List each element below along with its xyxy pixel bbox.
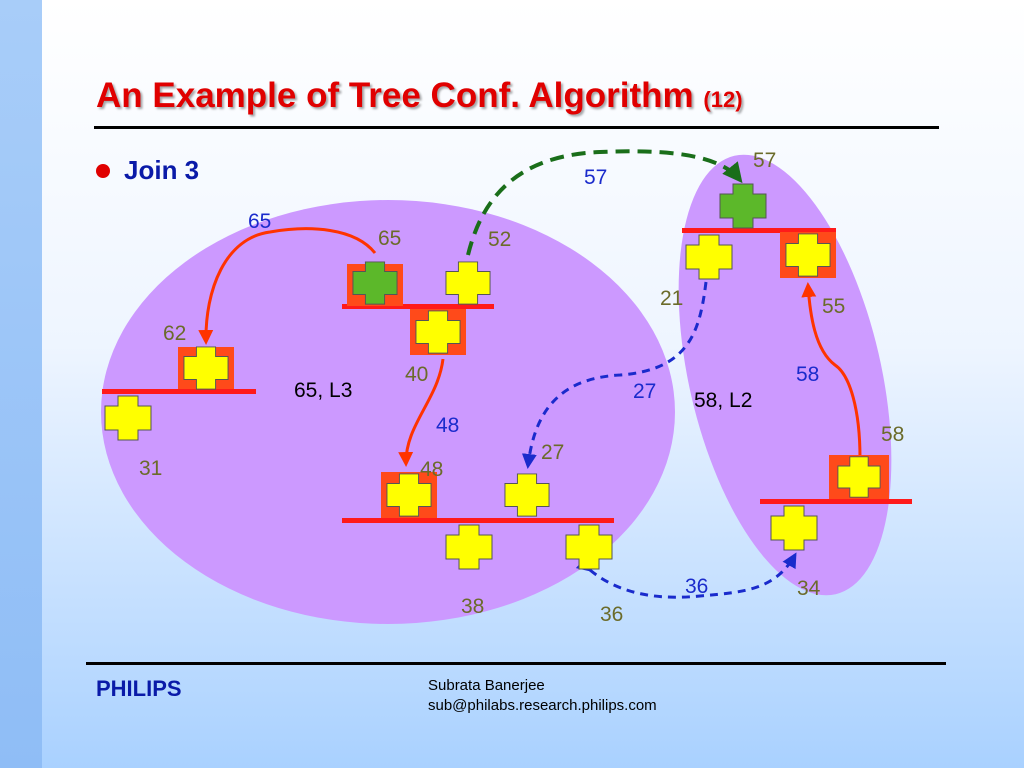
tree-bar <box>342 304 494 309</box>
node-label-27: 27 <box>541 441 564 464</box>
arrow-36-dashed <box>575 552 797 599</box>
arrow-65-to-62 <box>198 227 377 345</box>
node-label-65: 65 <box>378 227 401 250</box>
author-email: sub@philabs.research.philips.com <box>428 697 657 714</box>
node-label-58: 58 <box>881 423 904 446</box>
tree-bar <box>682 228 836 233</box>
author-name: Subrata Banerjee <box>428 677 545 694</box>
node-label-62: 62 <box>163 322 186 345</box>
arrow-58-to-55 <box>801 282 862 459</box>
node-label-21: 21 <box>660 287 683 310</box>
arrow-label-58: 58 <box>796 363 819 386</box>
slide-title: An Example of Tree Conf. Algorithm (12) <box>96 76 743 116</box>
arrow-label-36: 36 <box>685 575 708 598</box>
bullet-dot-icon <box>96 163 110 178</box>
node-label-31: 31 <box>139 457 162 480</box>
tree-bar <box>102 389 256 394</box>
bullet-text: Join 3 <box>124 155 200 185</box>
title-suffix: (12) <box>703 87 743 112</box>
node-label-57: 57 <box>753 149 776 172</box>
arrow-57-dashed <box>466 149 743 256</box>
cluster-label-l3: 65, L3 <box>294 379 352 402</box>
node-label-38: 38 <box>461 595 484 618</box>
tree-bar <box>342 518 614 523</box>
footer-author-block: Subrata Banerjee sub@philabs.research.ph… <box>428 676 657 716</box>
left-accent-bar <box>0 0 42 768</box>
title-main: An Example of Tree Conf. Algorithm <box>96 76 694 115</box>
node-label-34: 34 <box>797 577 821 600</box>
node-label-48: 48 <box>420 458 443 481</box>
node-label-52: 52 <box>488 228 511 251</box>
node-label-55: 55 <box>822 295 845 318</box>
tree-bar <box>760 499 912 504</box>
footer-rule <box>86 662 946 665</box>
node-label-36: 36 <box>600 603 623 626</box>
arrow-label-27: 27 <box>633 380 656 403</box>
footer-brand: PHILIPS <box>96 676 182 701</box>
bullet-item: Join 3 <box>96 155 199 186</box>
node-label-40: 40 <box>405 363 428 386</box>
arrow-label-65: 65 <box>248 210 271 233</box>
arrow-48-to-40 <box>398 358 445 467</box>
cluster-label-l2: 58, L2 <box>694 389 752 412</box>
title-rule <box>94 126 939 129</box>
arrow-27-dashed <box>521 281 708 469</box>
arrow-label-57: 57 <box>584 166 607 189</box>
arrow-label-48: 48 <box>436 414 459 437</box>
